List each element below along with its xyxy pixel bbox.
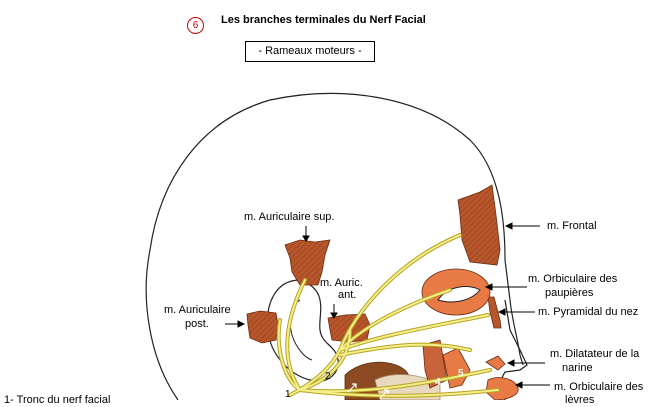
muscle-dilatateur <box>485 355 506 371</box>
muscle-frontal <box>457 184 501 266</box>
label-orbiculaire-paupieres-2: paupières <box>545 287 594 299</box>
inner-arrows <box>347 383 389 399</box>
label-orbiculaire-paupieres-1: m. Orbiculaire des <box>528 273 618 285</box>
head-outline <box>145 92 524 400</box>
subtitle-box: - Rameaux moteurs - <box>245 41 375 62</box>
label-orbiculaire-levres-1: m. Orbiculaire des <box>554 381 644 393</box>
label-dilatateur-1: m. Dilatateur de la <box>550 348 640 360</box>
figure-number: 6 <box>187 17 204 34</box>
nerve-branches <box>276 233 500 398</box>
label-auriculaire-sup: m. Auriculaire sup. <box>244 211 335 223</box>
muscle-auriculaire-sup <box>284 239 331 286</box>
muscle-zygomatic <box>422 339 448 389</box>
muscle-5 <box>442 347 471 389</box>
number-1: 1 <box>285 389 291 400</box>
label-pyramidal: m. Pyramidal du nez <box>538 306 639 318</box>
label-frontal: m. Frontal <box>547 220 597 232</box>
page-title: Les branches terminales du Nerf Facial <box>221 14 426 26</box>
label-auric-ant-2: ant. <box>338 289 357 301</box>
label-auriculaire-post-2: post. <box>185 318 209 330</box>
number-2: 2 <box>325 371 331 382</box>
label-orbiculaire-levres-2: lèvres <box>565 394 595 406</box>
label-auric-ant-1: m. Auric. <box>320 277 363 289</box>
number-5: 5 <box>458 368 464 379</box>
muscle-auriculaire-post <box>246 310 279 344</box>
label-dilatateur-2: narine <box>562 362 593 374</box>
label-auriculaire-post-1: m. Auriculaire <box>164 304 231 316</box>
pointer-arrows <box>225 222 550 389</box>
number-4: 4 <box>435 377 441 388</box>
legend-item-1: 1- Tronc du nerf facial <box>4 394 111 406</box>
muscle-pyramidal <box>487 296 502 329</box>
